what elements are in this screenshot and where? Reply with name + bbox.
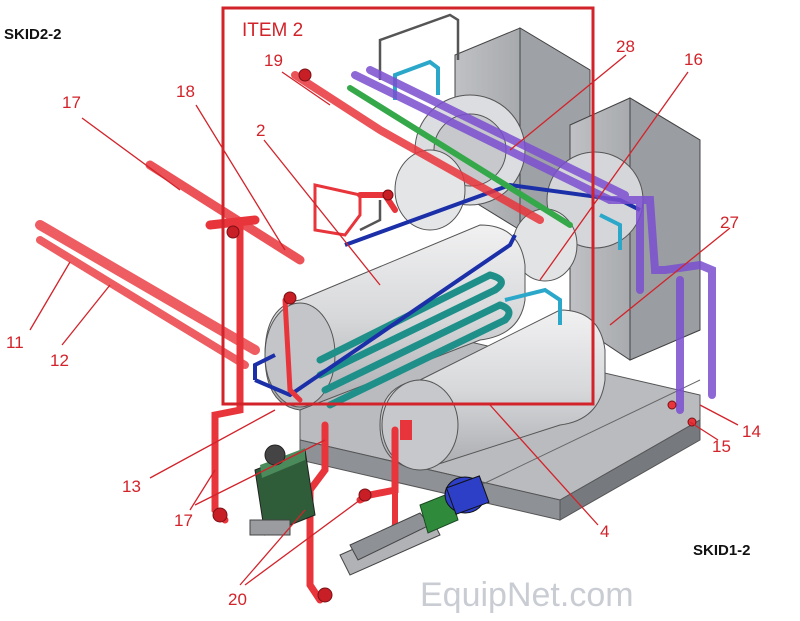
callout-28: 28: [616, 37, 635, 56]
callout-17-top: 17: [62, 93, 81, 112]
pump-motor: [339, 475, 490, 576]
callout-2: 2: [256, 121, 265, 140]
purple-pipe: [351, 66, 716, 414]
gray-pipe: [359, 13, 460, 232]
leader-lines: [29, 54, 739, 586]
callout-18: 18: [176, 82, 195, 101]
blue-pipe: [253, 182, 641, 398]
callout-15: 15: [712, 437, 731, 456]
watermark: EquipNet.com: [420, 576, 634, 614]
item-2-label: ITEM 2: [242, 20, 303, 41]
plate-heat-exchanger: [249, 444, 316, 536]
callout-4: 4: [600, 522, 609, 541]
callout-numbers: 17 18 19 28 16 2 27 11 12 13 14 15 17 20…: [6, 37, 761, 609]
upper-vessel: [264, 224, 526, 411]
callout-14: 14: [742, 422, 761, 441]
skid-label-top-left: SKID2-2: [4, 26, 62, 43]
callout-13: 13: [122, 477, 141, 496]
callout-17-bottom: 17: [174, 511, 193, 530]
skid-label-bottom-right: SKID1-2: [693, 542, 751, 559]
green-pipe: [347, 85, 573, 228]
callout-12: 12: [50, 351, 69, 370]
callout-19: 19: [264, 51, 283, 70]
callout-20: 20: [228, 590, 247, 609]
callout-11: 11: [6, 333, 24, 352]
red-pipe: [35, 71, 544, 604]
callout-27: 27: [720, 213, 739, 232]
callout-16: 16: [684, 50, 703, 69]
